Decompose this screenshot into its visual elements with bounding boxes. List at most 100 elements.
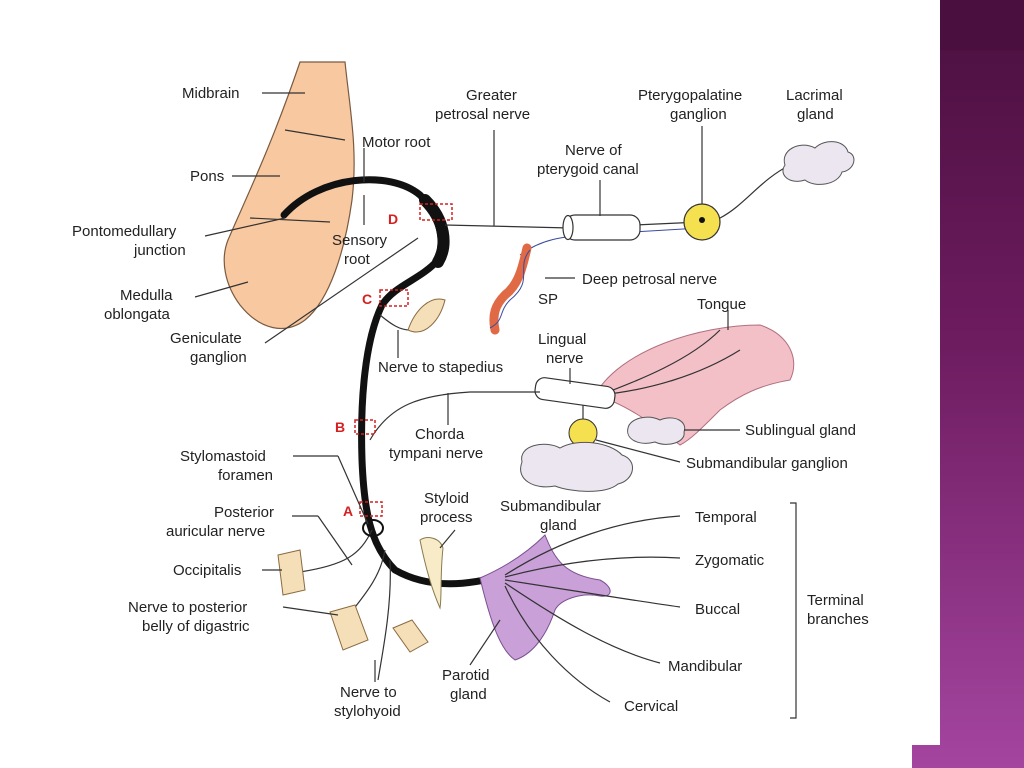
- leader-parotid: [469, 619, 501, 666]
- midbrain-pons-boundary: [284, 129, 346, 141]
- lacrimal-gland: [782, 141, 855, 185]
- label-occipitalis: Occipitalis: [173, 562, 241, 579]
- label-motor-root: Motor root: [362, 134, 431, 151]
- label-lingual-1: Lingual: [538, 331, 586, 348]
- label-pterygoid-canal-1: Nerve of: [565, 142, 623, 159]
- label-lacrimal-2: gland: [797, 106, 834, 123]
- label-stapedius: Nerve to stapedius: [378, 359, 503, 376]
- label-stylohyoid-2: stylohyoid: [334, 703, 401, 720]
- marker-d: D: [388, 211, 398, 227]
- label-parotid-1: Parotid: [442, 667, 490, 684]
- label-pontomedullary-2: junction: [133, 242, 186, 259]
- brainstem-shape: [223, 61, 355, 329]
- marker-box-d: [419, 203, 453, 221]
- label-digastric-2: belly of digastric: [142, 618, 250, 635]
- marker-c: C: [362, 291, 372, 307]
- label-terminal-1: Terminal: [807, 592, 864, 609]
- stylohyoid-path: [377, 559, 391, 681]
- label-sensory-1: Sensory: [332, 232, 388, 249]
- label-parotid-2: gland: [450, 686, 487, 703]
- mandibular-branch: [504, 582, 661, 664]
- stylohyoid-muscle: [392, 619, 429, 653]
- styloid-process: [419, 537, 444, 610]
- temporal-branch: [504, 515, 681, 576]
- leader-medulla: [194, 281, 249, 298]
- label-pontomedullary-1: Pontomedullary: [72, 223, 177, 240]
- label-stylohyoid-1: Nerve to: [340, 684, 397, 701]
- leader-styloid: [439, 529, 456, 549]
- stapedius-branch: [379, 314, 411, 331]
- label-temporal: Temporal: [695, 509, 757, 526]
- lacrimal-branch: [719, 164, 791, 219]
- label-deep-petrosal: Deep petrosal nerve: [582, 271, 717, 288]
- label-styloid-1: Styloid: [424, 490, 469, 507]
- stylomastoid-foramen-ring: [362, 519, 384, 537]
- label-posterior-auricular-2: auricular nerve: [166, 523, 265, 540]
- label-lacrimal-1: Lacrimal: [786, 87, 843, 104]
- buccal-branch: [504, 579, 681, 608]
- pterygopalatine-ganglion-dot: [699, 217, 705, 223]
- label-sensory-2: root: [344, 251, 371, 268]
- label-sublingual: Sublingual gland: [745, 422, 856, 439]
- cervical-branch: [504, 585, 611, 703]
- label-submandibular-gland-1: Submandibular: [500, 498, 601, 515]
- label-greater-petrosal-1: Greater: [466, 87, 517, 104]
- label-pterygoid-canal-2: pterygoid canal: [537, 161, 639, 178]
- label-geniculate-1: Geniculate: [170, 330, 242, 347]
- marker-a: A: [343, 503, 353, 519]
- label-lingual-2: nerve: [546, 350, 584, 367]
- sublingual-gland: [627, 416, 686, 445]
- lingual-nerve-cylinder: [534, 377, 616, 409]
- label-submandibular-ganglion: Submandibular ganglion: [686, 455, 848, 472]
- leader-submandibular-ganglion: [595, 439, 681, 463]
- leader-digastric: [282, 606, 339, 616]
- marker-box-c: [379, 289, 409, 307]
- label-zygomatic: Zygomatic: [695, 552, 765, 569]
- pterygoid-canal-cylinder: [564, 214, 641, 241]
- label-posterior-auricular-1: Posterior: [214, 504, 274, 521]
- label-geniculate-2: ganglion: [190, 349, 247, 366]
- label-sp: SP: [538, 291, 558, 308]
- leader-posterior-auricular-diag: [317, 515, 353, 566]
- label-chorda-2: tympani nerve: [389, 445, 483, 462]
- leader-pontomedullary: [204, 217, 286, 237]
- pterygoid-canal-cylinder-end: [562, 214, 574, 241]
- label-medulla-1: Medulla: [120, 287, 173, 304]
- label-digastric-1: Nerve to posterior: [128, 599, 247, 616]
- facial-nerve-trunk: [280, 176, 509, 588]
- label-pterygopalatine-2: ganglion: [670, 106, 727, 123]
- marker-box-a: [359, 501, 383, 517]
- tongue-nerve-2: [599, 349, 741, 396]
- label-buccal: Buccal: [695, 601, 740, 618]
- marker-b: B: [335, 419, 345, 435]
- facial-nerve-genu: [419, 194, 450, 268]
- label-stylomastoid-1: Stylomastoid: [180, 448, 266, 465]
- posterior-auricular-path: [299, 529, 373, 573]
- label-mandibular: Mandibular: [668, 658, 742, 675]
- label-medulla-2: oblongata: [104, 306, 171, 323]
- parotid-gland: [479, 534, 611, 661]
- digastric-muscle: [329, 604, 369, 651]
- occipitalis-muscle: [277, 549, 306, 596]
- label-pterygopalatine-1: Pterygopalatine: [638, 87, 742, 104]
- label-pons: Pons: [190, 168, 224, 185]
- chorda-tympani-path: [369, 391, 540, 441]
- label-terminal-2: branches: [807, 611, 869, 628]
- leader-stylomastoid-diag: [337, 455, 369, 525]
- label-cervical: Cervical: [624, 698, 678, 715]
- sp-artery: [489, 243, 532, 335]
- pons-medulla-boundary: [249, 217, 331, 223]
- marker-box-b: [354, 419, 376, 435]
- terminal-bracket: [790, 502, 797, 719]
- zygomatic-branch: [504, 556, 681, 578]
- label-tongue: Tongue: [697, 296, 746, 313]
- label-chorda-1: Chorda: [415, 426, 465, 443]
- leader-geniculate: [264, 237, 419, 344]
- label-submandibular-gland-2: gland: [540, 517, 577, 534]
- label-styloid-2: process: [420, 509, 473, 526]
- label-stylomastoid-2: foramen: [218, 467, 273, 484]
- submandibular-gland: [520, 441, 633, 492]
- stapedius-muscle: [407, 298, 446, 333]
